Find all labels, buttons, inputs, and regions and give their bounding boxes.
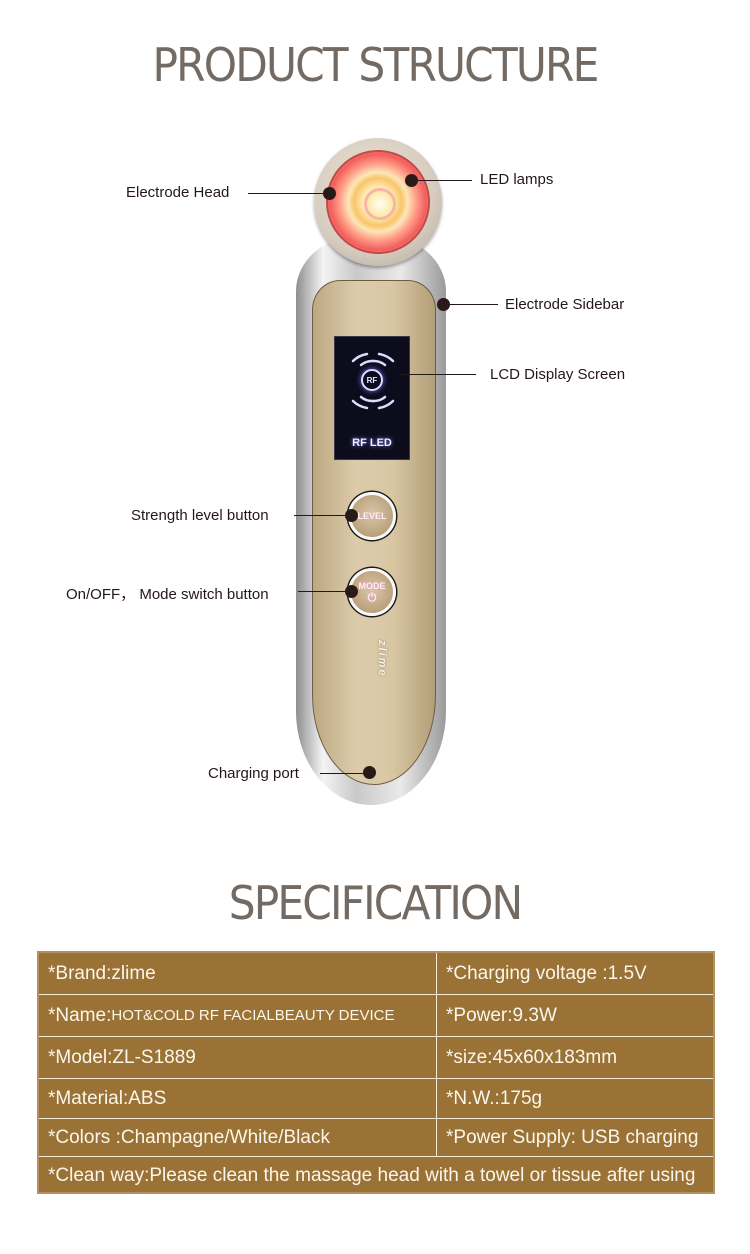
callout-electrode-sidebar: Electrode Sidebar (505, 296, 625, 313)
electrode-core (364, 188, 396, 220)
level-button-label: LEVEL (357, 511, 387, 521)
spec-charging-voltage: *Charging voltage :1.5V (446, 962, 647, 984)
table-row: *Colors :Champagne/White/Black *Power Su… (39, 1119, 713, 1157)
spec-size: *size:45x60x183mm (446, 1046, 618, 1068)
lcd-text: RF LED (352, 437, 392, 449)
callout-line (400, 374, 476, 375)
spec-clean-way: *Clean way:Please clean the massage head… (48, 1164, 696, 1186)
table-row: *Model:ZL-S1889 *size:45x60x183mm (39, 1037, 713, 1079)
spec-brand: *Brand:zlime (39, 953, 437, 994)
callout-line (412, 180, 472, 181)
specification-table: *Brand:zlime *Charging voltage :1.5V *Na… (37, 951, 715, 1194)
table-row: *Name:HOT&COLD RF FACIALBEAUTY DEVICE *P… (39, 995, 713, 1037)
spec-net-weight: *N.W.:175g (446, 1087, 543, 1109)
led-lamps-ring (326, 150, 430, 254)
power-icon: ⏻ (367, 592, 377, 604)
table-row: *Clean way:Please clean the massage head… (39, 1157, 713, 1194)
callout-dot (405, 174, 418, 187)
table-row: *Brand:zlime *Charging voltage :1.5V (39, 953, 713, 995)
spec-model: *Model:ZL-S1889 (39, 1037, 437, 1078)
callout-led-lamps: LED lamps (480, 171, 554, 188)
callout-dot (437, 298, 450, 311)
callout-dot (363, 766, 376, 779)
callout-electrode-head: Electrode Head (126, 184, 230, 201)
specification-title: SPECIFICATION (228, 876, 523, 930)
spec-material: *Material:ABS (39, 1079, 437, 1118)
callout-line (320, 773, 370, 774)
callout-line (248, 193, 328, 194)
spec-name: *Name:HOT&COLD RF FACIALBEAUTY DEVICE (39, 995, 437, 1036)
lcd-display-screen: RF RF LED (334, 336, 410, 460)
product-structure-title: PRODUCT STRUCTURE (152, 38, 600, 92)
callout-charging-port: Charging port (208, 765, 299, 782)
device-illustration: RF RF LED LEVEL MODE ⏻ zlime (286, 130, 476, 810)
callout-dot (345, 509, 358, 522)
mode-button-label: MODE (358, 581, 386, 591)
spec-power-supply: *Power Supply: USB charging (446, 1126, 699, 1148)
spec-colors: *Colors :Champagne/White/Black (39, 1119, 437, 1156)
rf-wave-icon (351, 352, 395, 410)
callout-dot (323, 187, 336, 200)
callout-dot (345, 585, 358, 598)
callout-line (294, 515, 350, 516)
callout-strength-level: Strength level button (131, 507, 269, 524)
electrode-head (314, 138, 442, 266)
callout-lcd-display: LCD Display Screen (490, 366, 626, 383)
callout-line (298, 591, 350, 592)
callout-line (448, 304, 498, 305)
rf-badge-icon: RF (361, 369, 383, 391)
spec-power: *Power:9.3W (446, 1004, 557, 1026)
brand-logo: zlime (376, 640, 388, 678)
table-row: *Material:ABS *N.W.:175g (39, 1079, 713, 1119)
callout-mode-switch: On/OFF， Mode switch button (66, 586, 269, 603)
